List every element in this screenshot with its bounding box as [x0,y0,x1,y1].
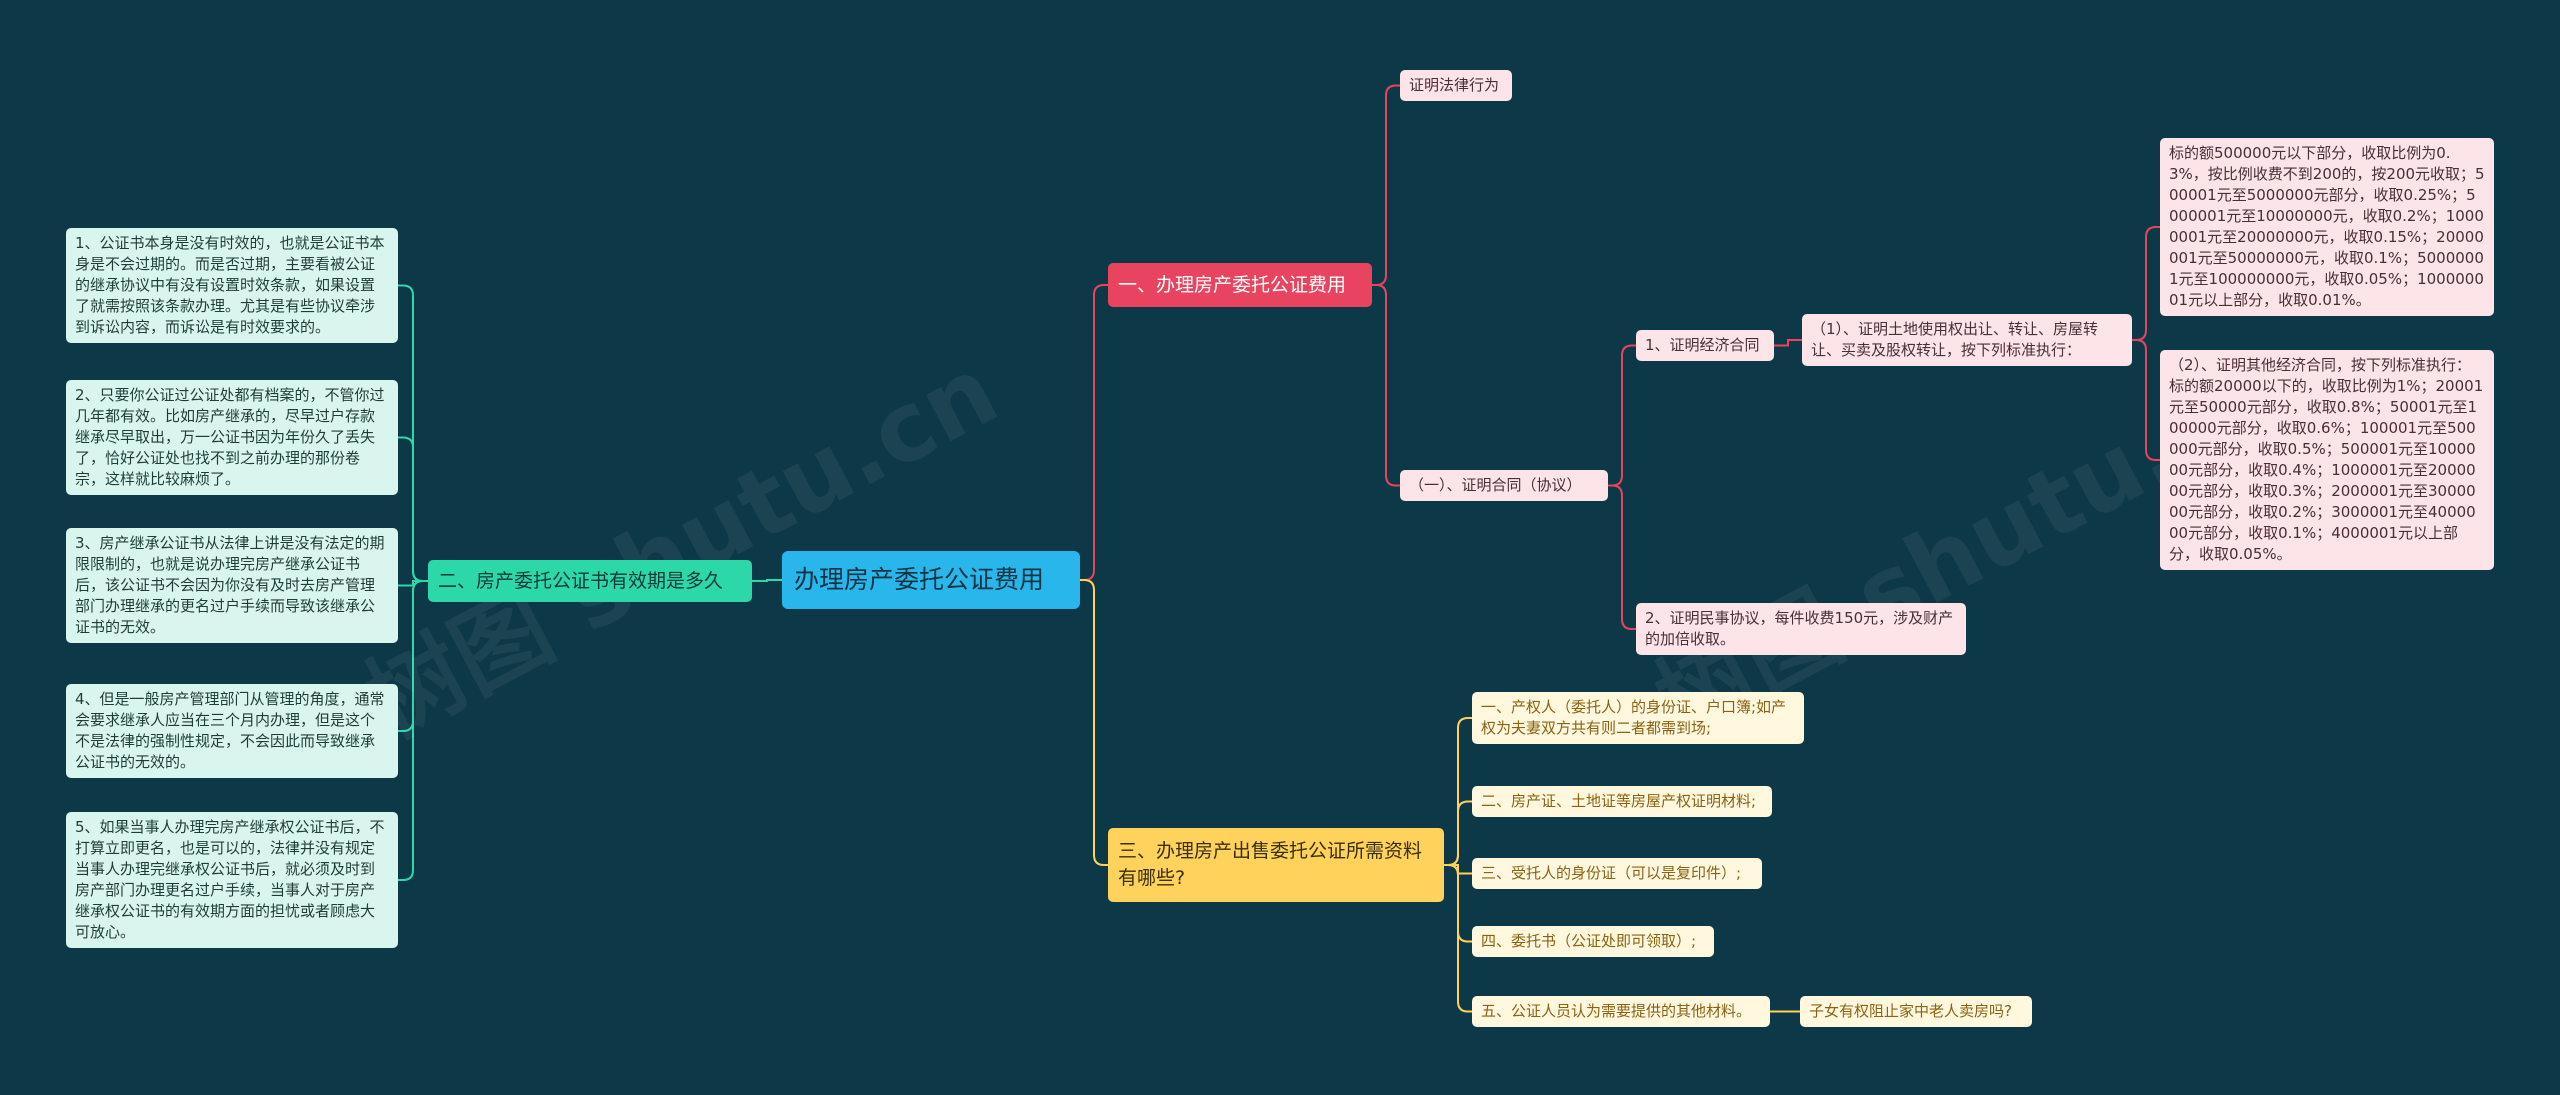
connector-line [1608,344,1636,487]
validity-item[interactable]: 4、但是一般房产管理部门从管理的角度，通常会要求继承人应当在三个月内办理，但是这… [66,684,398,778]
document-item[interactable]: 四、委托书（公证处即可领取）; [1472,926,1714,957]
connector-line [752,579,782,582]
connector-line [1080,579,1108,866]
land-transfer-node[interactable]: （1）、证明土地使用权出让、转让、房屋转让、买卖及股权转让，按下列标准执行： [1802,314,2132,366]
branch-documents-topic[interactable]: 三、办理房产出售委托公证所需资料有哪些? [1108,828,1444,902]
connector-line [1444,800,1472,866]
root-topic[interactable]: 办理房产委托公证费用 [782,551,1080,609]
validity-item[interactable]: 2、只要你公证过公证处都有档案的，不管你过几年都有效。比如房产继承的，尽早过户存… [66,380,398,495]
other-contract-rate-node[interactable]: （2）、证明其他经济合同，按下列标准执行：标的额20000以下的，收取比例为1%… [2160,350,2494,570]
contract-node[interactable]: （一）、证明合同（协议） [1400,470,1608,501]
connector-line [1372,284,1400,487]
document-item[interactable]: 二、房产证、土地证等房屋产权证明材料; [1472,786,1772,817]
connector-line [1608,484,1636,630]
connector-line [2132,226,2160,341]
validity-item[interactable]: 3、房产继承公证书从法律上讲是没有法定的期限限制的，也就是说办理完房产继承公证书… [66,528,398,643]
connector-line [2132,339,2160,461]
connector-line [1444,864,1472,1013]
validity-item[interactable]: 5、如果当事人办理完房产继承权公证书后，不打算立即更名，也是可以的，法律并没有规… [66,812,398,948]
connector-line [1080,284,1108,581]
branch-fee-topic[interactable]: 一、办理房产委托公证费用 [1108,263,1372,307]
legal-act-node[interactable]: 证明法律行为 [1400,70,1512,101]
connector-line [1774,339,1802,347]
land-rate-node[interactable]: 标的额500000元以下部分，收取比例为0.3%，按比例收费不到200的，按20… [2160,138,2494,316]
document-item[interactable]: 五、公证人员认为需要提供的其他材料。 [1472,996,1770,1027]
economic-contract-node[interactable]: 1、证明经济合同 [1636,330,1774,361]
related-question-node[interactable]: 子女有权阻止家中老人卖房吗? [1800,996,2032,1027]
connector-line [398,436,428,582]
document-item[interactable]: 一、产权人（委托人）的身份证、户口簿;如产权为夫妻双方共有则二者都需到场; [1472,692,1804,744]
connector-line [1372,84,1400,286]
connector-line [398,580,428,881]
document-item[interactable]: 三、受托人的身份证（可以是复印件）; [1472,858,1762,889]
validity-item[interactable]: 1、公证书本身是没有时效的，也就是公证书本身是不会过期的。而是否过期，主要看被公… [66,228,398,343]
civil-agreement-node[interactable]: 2、证明民事协议，每件收费150元，涉及财产的加倍收取。 [1636,603,1966,655]
branch-validity-topic[interactable]: 二、房产委托公证书有效期是多久 [428,560,752,602]
